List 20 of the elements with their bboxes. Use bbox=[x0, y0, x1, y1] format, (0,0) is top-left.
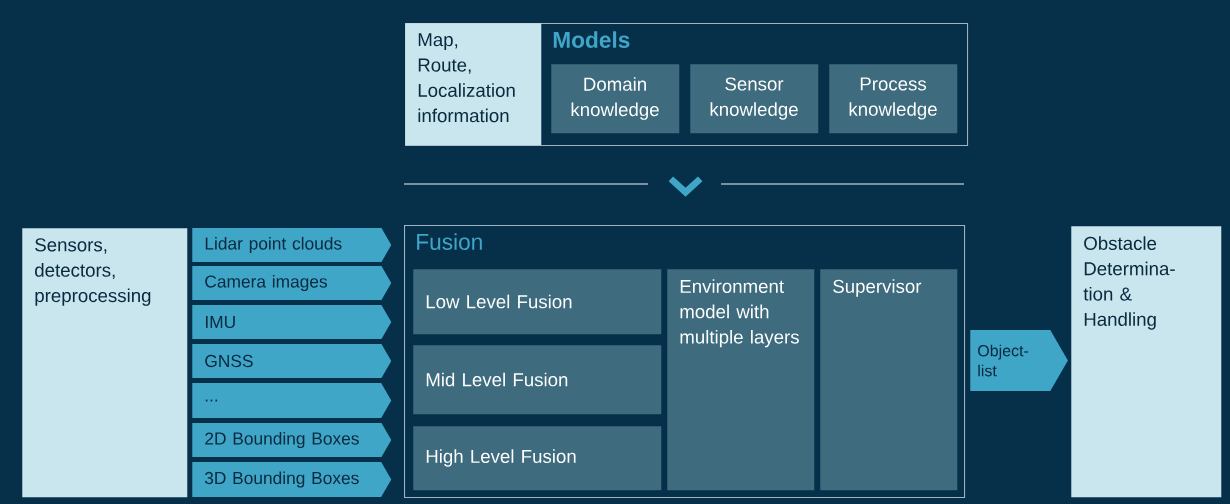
input-tab: IMU bbox=[192, 305, 392, 339]
fusion-level-box: Mid Level Fusion bbox=[413, 345, 662, 415]
input-tab: 2D Bounding Boxes bbox=[192, 423, 392, 457]
info-panel: Map, Route, Localization information bbox=[405, 23, 542, 146]
input-tab: ... bbox=[192, 383, 392, 418]
input-tab: Camera images bbox=[192, 266, 392, 300]
fusion-level-box: Low Level Fusion bbox=[413, 269, 662, 335]
input-tab: Lidar point clouds bbox=[192, 228, 392, 262]
process-box: Environment model with multiple layers bbox=[667, 269, 815, 491]
output-panel: Obstacle Determina- tion & Handling bbox=[1071, 226, 1222, 498]
process-box: Supervisor bbox=[820, 269, 958, 491]
knowledge-box: Domain knowledge bbox=[551, 64, 680, 134]
knowledge-box: Process knowledge bbox=[829, 64, 958, 134]
fusion-level-box: High Level Fusion bbox=[413, 426, 662, 491]
input-panel: Sensors, detectors, preprocessing bbox=[22, 228, 188, 498]
chevron-arrow bbox=[668, 176, 703, 197]
output-tab: Object- list bbox=[970, 330, 1068, 391]
input-tab: 3D Bounding Boxes bbox=[192, 462, 392, 497]
knowledge-box: Sensor knowledge bbox=[690, 64, 819, 134]
input-tab: GNSS bbox=[192, 344, 392, 378]
